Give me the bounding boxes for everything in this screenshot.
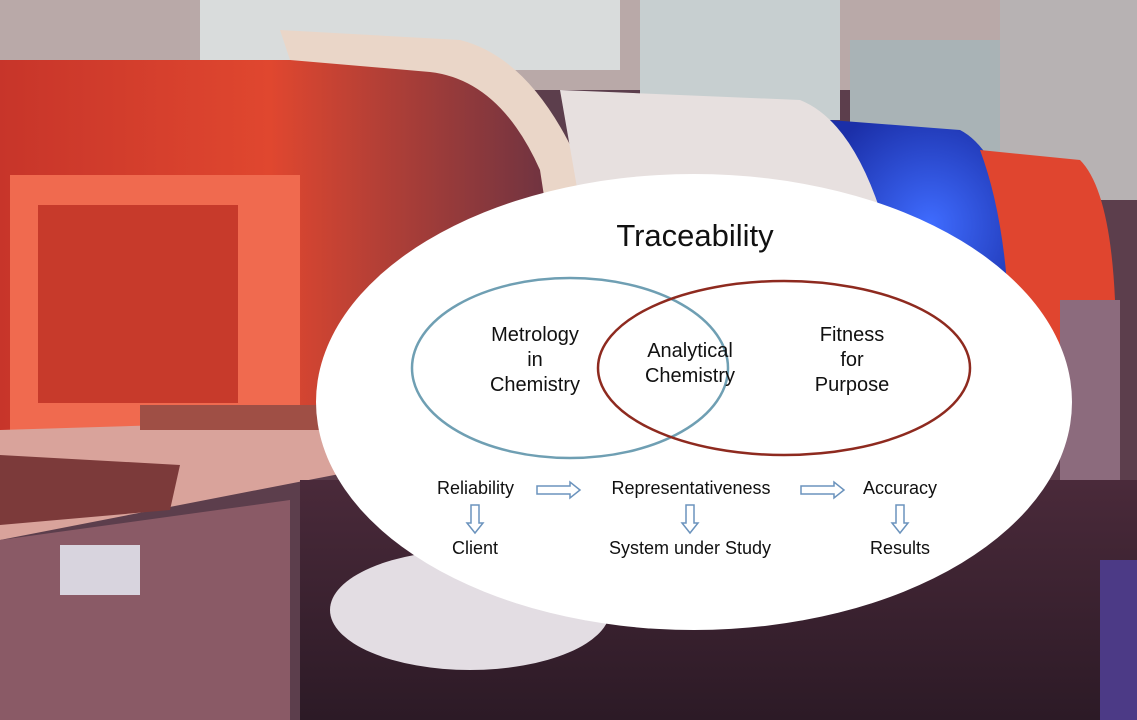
arrow-right-1 [536,480,582,500]
diagram-title: Traceability [616,218,774,253]
arrow-right-2 [800,480,846,500]
right-circle-line: for [840,349,864,371]
overlap-line: Chemistry [644,365,735,387]
chain-representativeness: Representativeness [611,478,771,498]
overlap-label: Analytical Chemistry [625,339,755,389]
right-circle-line: Purpose [814,374,890,396]
right-circle-line: Fitness [819,324,885,346]
chain-accuracy: Accuracy [862,478,938,498]
left-circle-line: Chemistry [489,374,580,396]
arrow-down-1 [465,504,485,535]
overlap-line: Analytical [647,340,733,362]
chain-reliability: Reliability [436,478,515,498]
chain-system-under-study: System under Study [608,538,772,558]
right-circle [596,279,972,457]
left-circle [410,276,730,460]
left-circle-line: in [527,349,543,371]
right-circle-label: Fitness for Purpose [787,323,917,398]
chain-results: Results [869,538,931,558]
arrow-down-3 [890,504,910,535]
diagram-ellipse [316,174,1072,630]
left-circle-label: Metrology in Chemistry [460,323,610,398]
chain-client: Client [451,538,499,558]
left-circle-line: Metrology [491,324,579,346]
arrow-down-2 [680,504,700,535]
